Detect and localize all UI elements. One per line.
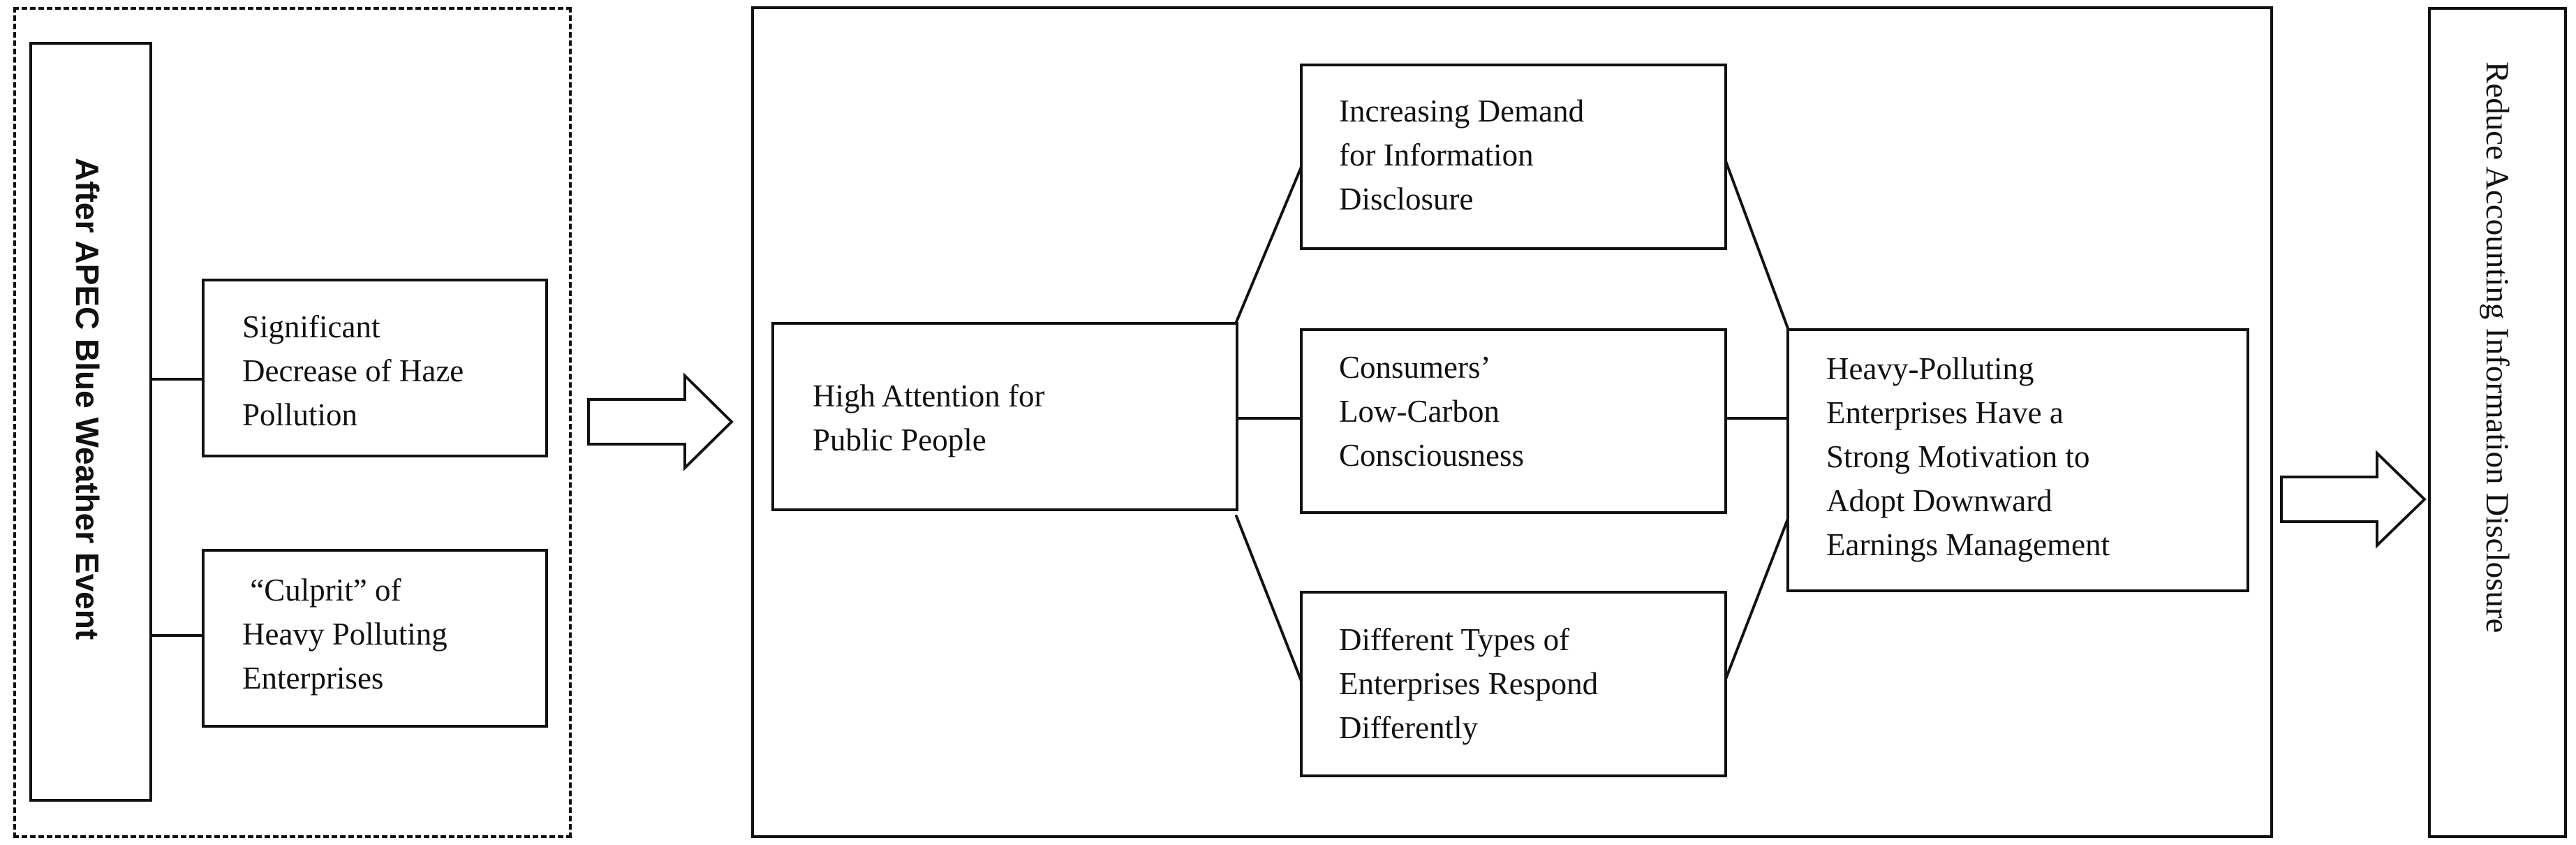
motivation-label: Heavy-Polluting Enterprises Have a Stron… — [1826, 351, 2110, 562]
motivation-box — [1786, 328, 2249, 592]
attention-box — [771, 322, 1238, 511]
arrow-mechanism-to-outcome — [2280, 450, 2427, 549]
attention-to-channel3-line — [1235, 515, 1303, 682]
channel-label-consumers-clip: Consumers’ Low-Carbon Consciousness — [1339, 346, 1702, 492]
factor-box-haze — [202, 279, 548, 457]
outcome-label: Reduce Accounting Information Disclosure — [2479, 61, 2515, 633]
factor-box-culprit — [202, 549, 548, 728]
factor-label-haze: Significant Decrease of Haze Pollution — [242, 309, 464, 432]
channel-label-types: Different Types of Enterprises Respond D… — [1339, 622, 1599, 745]
channel-box-demand — [1300, 64, 1727, 250]
event-group-frame — [13, 7, 572, 838]
mechanism-group-frame — [751, 6, 2273, 838]
channel-label-demand: Increasing Demand for Information Disclo… — [1339, 94, 1585, 216]
event-box — [29, 42, 152, 802]
arrow-event-to-mechanism — [587, 372, 734, 471]
channel-box-types — [1300, 591, 1727, 777]
factor-label-culprit: “Culprit” of Heavy Polluting Enterprises — [242, 573, 447, 696]
attention-to-channel1-line — [1235, 166, 1303, 323]
attention-label: High Attention for Public People — [813, 379, 1045, 457]
channel-label-consumers: Consumers’ Low-Carbon Consciousness — [1339, 350, 1525, 473]
channel-box-consumers — [1300, 328, 1727, 514]
channel3-to-motivation-line — [1724, 517, 1789, 682]
outcome-box — [2428, 7, 2567, 838]
event-title: After APEC Blue Weather Event — [69, 158, 105, 640]
channel1-to-motivation-line — [1724, 158, 1789, 330]
